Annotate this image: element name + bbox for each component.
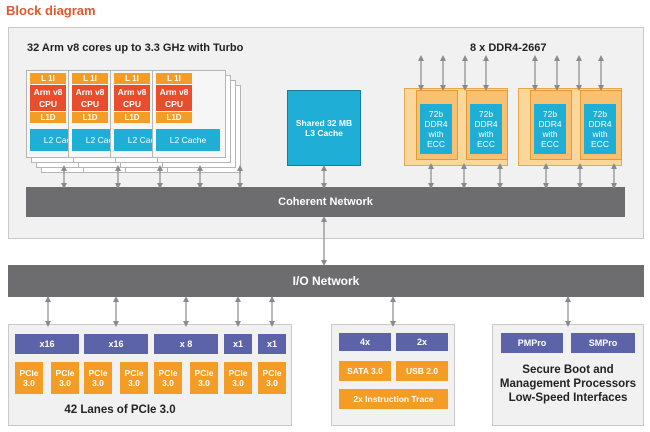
l1i-cache: L 1I — [72, 73, 108, 84]
pcie-slot-slot-line2: 3.0 — [266, 378, 278, 388]
smpro-box: SMPro — [571, 333, 635, 353]
sata-box: SATA 3.0 — [339, 361, 391, 381]
pcie-slot-slot-line2: 3.0 — [59, 378, 71, 388]
management-label-line1: Secure Boot and — [522, 364, 614, 376]
pcie-width-box: x1 — [258, 334, 286, 354]
ddr-heading: 8 x DDR4-2667 — [470, 42, 547, 54]
pcie-lanes-label: 42 Lanes of PCIe 3.0 — [64, 404, 176, 416]
cpu-core: Arm v8 CPU — [30, 85, 66, 111]
pcie-slot-slot-line2: 3.0 — [162, 378, 174, 388]
ddr4-module-line1: 72b — [542, 109, 558, 119]
io-network-bar: I/O Network — [8, 265, 644, 297]
pcie-slot-slot-line1: PCIe — [124, 368, 144, 378]
cpu-core: Arm v8 CPU — [72, 85, 108, 111]
l1i-cache: L 1I — [114, 73, 150, 84]
coherent-network-bar: Coherent Network — [26, 187, 625, 217]
cpu-core: Arm v8 CPU — [156, 85, 192, 111]
cpu-core-line2: CPU — [39, 99, 57, 109]
pmpro-box: PMPro — [501, 333, 563, 353]
ddr4-module-line4: ECC — [477, 139, 495, 149]
pcie-slot-slot-line1: PCIe — [194, 368, 214, 378]
pcie-slot-slot-line1: PCIe — [88, 368, 108, 378]
pcie-slot-slot-line1: PCIe — [55, 368, 75, 378]
l1i-cache: L 1I — [156, 73, 192, 84]
l3-cache: Shared 32 MB L3 Cache — [287, 90, 361, 166]
pcie-slot-slot-line1: PCIe — [228, 368, 248, 378]
pcie-slot-slot-line2: 3.0 — [232, 378, 244, 388]
ddr4-module-line1: 72b — [428, 109, 444, 119]
instruction-trace-box: 2x Instruction Trace — [339, 389, 448, 409]
cpu-core-line1: Arm v8 — [75, 87, 105, 97]
ddr4-module-line4: ECC — [427, 139, 445, 149]
ddr4-module-line2: DDR4 — [538, 119, 562, 129]
cpu-core-line2: CPU — [81, 99, 99, 109]
sata-count-box: 4x — [339, 333, 391, 351]
pcie-width-box: x1 — [224, 334, 252, 354]
cpu-core-line2: CPU — [123, 99, 141, 109]
pcie-slot-slot-line1: PCIe — [158, 368, 178, 378]
l1d-cache: L1D — [72, 112, 108, 123]
pcie-slot-slot-line2: 3.0 — [128, 378, 140, 388]
pcie-slot-slot-line1: PCIe — [19, 368, 39, 378]
pcie-width-box: x16 — [84, 334, 148, 354]
usb-box: USB 2.0 — [396, 361, 448, 381]
diagram-title: Block diagram — [6, 3, 96, 18]
cpu-core-line1: Arm v8 — [159, 87, 189, 97]
cpu-core-line1: Arm v8 — [33, 87, 63, 97]
management-label: Secure Boot and Management Processors Lo… — [494, 363, 642, 405]
io-network-label: I/O Network — [292, 274, 360, 288]
l3-cache-line1: Shared 32 MB — [295, 118, 353, 128]
ddr4-module-line2: DDR4 — [474, 119, 498, 129]
pcie-slot-slot-line2: 3.0 — [23, 378, 35, 388]
pcie-slot-slot-line2: 3.0 — [198, 378, 210, 388]
l3-cache-line2: L3 Cache — [305, 128, 343, 138]
ddr4-module-line3: with — [428, 129, 444, 139]
pcie-slot-slot-line1: PCIe — [262, 368, 282, 378]
cpu-heading: 32 Arm v8 cores up to 3.3 GHz with Turbo — [27, 42, 244, 54]
ddr4-module-line4: ECC — [591, 139, 609, 149]
l1d-cache: L1D — [156, 112, 192, 123]
ddr4-module-line4: ECC — [541, 139, 559, 149]
usb-count-box: 2x — [396, 333, 448, 351]
cpu-core-line1: Arm v8 — [117, 87, 147, 97]
pcie-width-box: x 8 — [154, 334, 218, 354]
management-label-line2: Management Processors — [499, 378, 637, 390]
l1d-cache: L1D — [114, 112, 150, 123]
ddr4-module-line1: 72b — [592, 109, 608, 119]
coherent-network-label: Coherent Network — [278, 196, 373, 208]
pcie-width-box: x16 — [15, 334, 79, 354]
cpu-core: Arm v8 CPU — [114, 85, 150, 111]
pcie-slot-slot-line2: 3.0 — [92, 378, 104, 388]
ddr4-module-line1: 72b — [478, 109, 494, 119]
cpu-core-line2: CPU — [165, 99, 183, 109]
l1d-cache: L1D — [30, 112, 66, 123]
ddr4-module-line3: with — [542, 129, 558, 139]
l2-cache: L2 Cache — [156, 129, 220, 151]
ddr4-module-line3: with — [592, 129, 608, 139]
ddr4-module-line2: DDR4 — [424, 119, 448, 129]
ddr4-module-line3: with — [478, 129, 494, 139]
ddr4-module-line2: DDR4 — [588, 119, 612, 129]
management-label-line3: Low-Speed Interfaces — [508, 392, 628, 404]
l1i-cache: L 1I — [30, 73, 66, 84]
